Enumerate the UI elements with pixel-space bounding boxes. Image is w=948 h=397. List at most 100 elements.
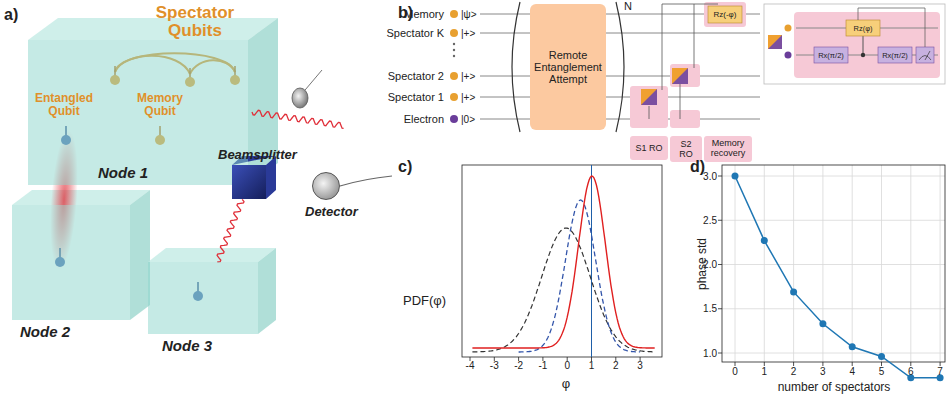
initial-state: |+>	[461, 92, 475, 103]
initial-state: |+>	[461, 28, 475, 39]
stroke	[822, 165, 823, 362]
wire-name: Electron	[404, 113, 444, 125]
node-label: Node 1	[98, 164, 148, 181]
initial-state: |ψ>	[461, 9, 477, 20]
stroke	[910, 165, 911, 362]
axis-title: PDF(φ)	[403, 293, 446, 308]
wire-name: Spectator 1	[388, 91, 444, 103]
process-box: S1 RO	[630, 136, 668, 160]
std-line	[732, 173, 944, 382]
tick-label: 7	[937, 366, 943, 377]
tick-label: -3	[490, 360, 499, 371]
callout-label: Spectator Qubits	[140, 4, 250, 40]
data-point	[878, 353, 885, 360]
readout-inset	[764, 4, 945, 84]
tick-label: 2.0	[703, 259, 717, 270]
stroke	[852, 165, 853, 362]
classical-wires	[649, 4, 718, 119]
grid-lines	[718, 165, 945, 366]
gate-label: Rx(π/2)	[818, 51, 844, 60]
repeat-count: N	[624, 0, 632, 12]
tick-label: 5	[879, 366, 885, 377]
tick	[910, 362, 911, 366]
panel-label: a)	[4, 6, 18, 24]
tick-label: 1	[762, 366, 768, 377]
wire-name: Spectator K	[387, 27, 444, 39]
repeat-brackets	[512, 2, 624, 132]
tick	[718, 353, 722, 354]
data-line	[735, 176, 940, 378]
tick-label: -2	[514, 360, 523, 371]
data-point	[761, 237, 768, 244]
pdf-curve	[519, 200, 641, 352]
node-label: S2 RO	[673, 139, 699, 159]
tick-label: 1.5	[703, 303, 717, 314]
network-node: Node 3	[148, 262, 258, 334]
tick	[718, 308, 722, 309]
true-phase-line	[591, 165, 592, 357]
tick-label: 1	[589, 360, 595, 371]
node-label: Node 2	[20, 323, 70, 340]
axis-title: number of spectators	[778, 380, 891, 394]
node-label: Node 3	[162, 337, 212, 354]
network-node: Node 2	[12, 205, 130, 320]
tick-label: 3	[820, 366, 826, 377]
tick-label: -4	[466, 360, 475, 371]
stroke	[722, 176, 945, 177]
gate-label: Rz(φ)	[853, 24, 872, 33]
stroke	[793, 165, 794, 362]
mirror	[292, 70, 322, 108]
tick	[881, 362, 882, 366]
photon-connector	[217, 199, 244, 262]
tick-label: 0	[564, 360, 570, 371]
pdf-curve	[472, 228, 654, 352]
tick-label: 2	[791, 366, 797, 377]
node-cubes	[12, 18, 278, 334]
tick	[718, 264, 722, 265]
stroke	[735, 165, 736, 362]
tick-label: 6	[908, 366, 914, 377]
initial-state: |+>	[461, 71, 475, 82]
beamsplitter: Beamsplitter	[232, 165, 266, 199]
tick	[793, 362, 794, 366]
tick-label: 2.5	[703, 215, 717, 226]
readout-blocks	[630, 2, 746, 128]
node-label: Detector	[305, 204, 358, 219]
detector: Detector	[312, 172, 340, 200]
tick-label: 4	[849, 366, 855, 377]
process-box: Remote Entanglement Attempt	[530, 4, 606, 130]
tick-label: 2	[613, 360, 619, 371]
photon-wave	[252, 110, 344, 128]
tick	[718, 176, 722, 177]
wire-name: Memory	[404, 8, 444, 20]
node-label: Remote Entanglement Attempt	[534, 49, 602, 85]
process-box: Memory recovery	[704, 136, 752, 162]
panel-label: c)	[398, 158, 412, 176]
stroke	[722, 353, 945, 354]
wire-name: Spectator 2	[388, 70, 444, 82]
tick-label: -1	[538, 360, 547, 371]
readout-gates	[641, 6, 742, 105]
tick	[940, 362, 941, 366]
node-label: S1 RO	[635, 143, 662, 153]
axis-title: φ	[562, 376, 570, 391]
pdf-curves	[472, 176, 654, 352]
tick-label: 3	[637, 360, 643, 371]
tick	[822, 362, 823, 366]
tick	[735, 362, 736, 366]
node-label: Beamsplitter	[218, 147, 297, 162]
tick	[852, 362, 853, 366]
plot-frame	[462, 165, 662, 357]
data-point	[849, 343, 856, 350]
data-point	[790, 288, 797, 295]
stroke	[722, 308, 945, 309]
ellipsis-dots	[453, 43, 455, 57]
stroke	[722, 264, 945, 265]
tick-label: 3.0	[703, 171, 717, 182]
callout-label: Memory Qubit	[124, 92, 196, 118]
pdf-curve	[472, 176, 654, 348]
circuit-wires	[480, 14, 760, 119]
stroke	[764, 165, 765, 362]
stroke	[881, 165, 882, 362]
